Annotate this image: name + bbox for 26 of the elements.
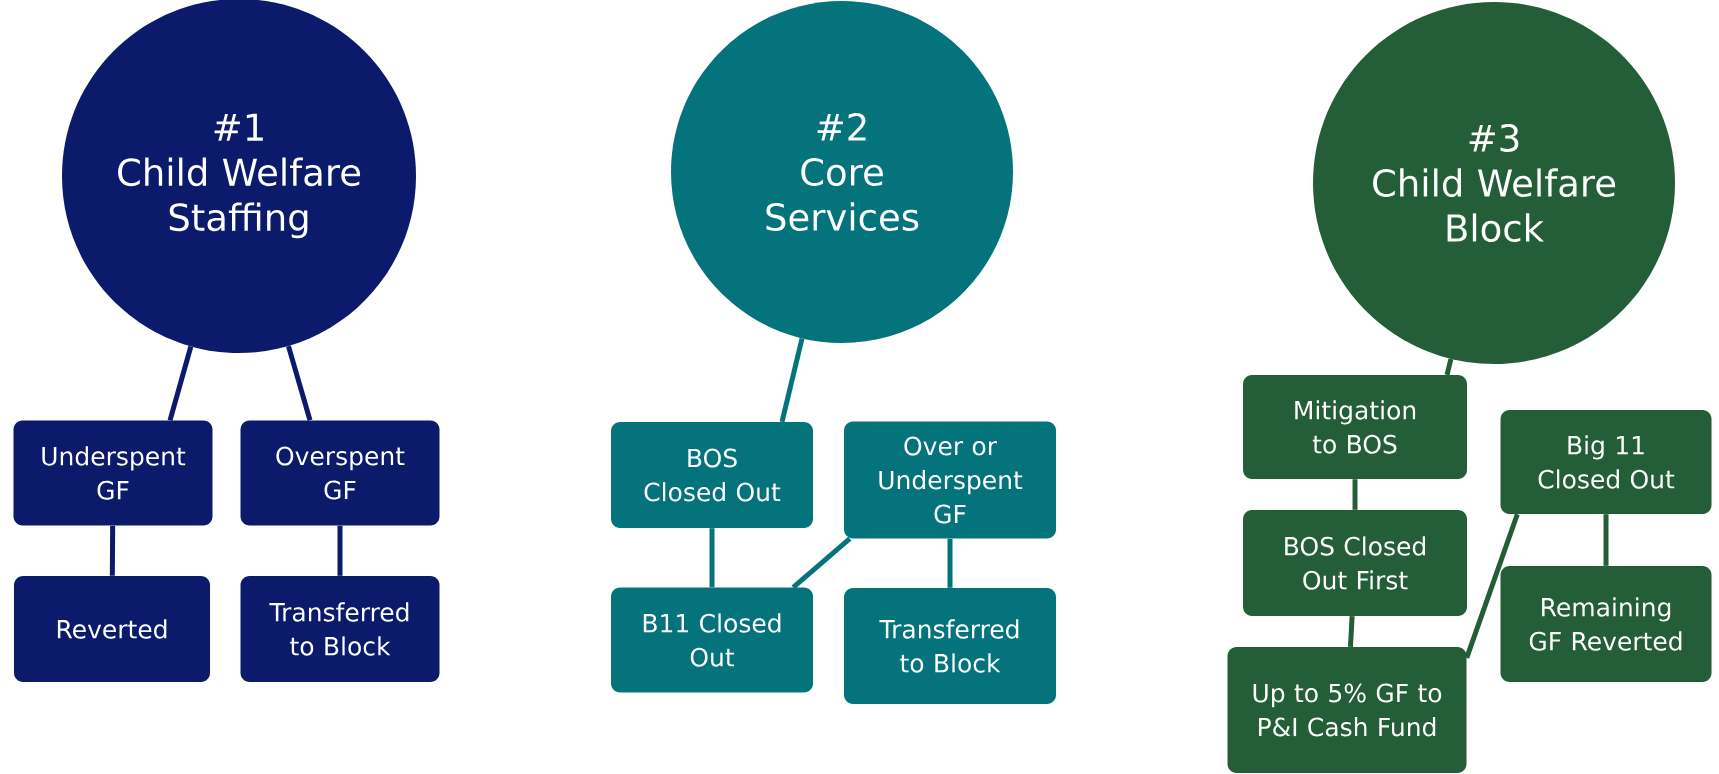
connector-line [791,536,852,590]
connector-line [167,345,194,421]
process-box: Up to 5% GF to P&I Cash Fund [1227,647,1467,773]
process-box: Remaining GF Reverted [1500,566,1712,682]
process-box: Transferred to Block [844,588,1056,704]
process-box: Mitigation to BOS [1243,375,1467,479]
connector-line [337,525,343,576]
connector-line [1352,479,1358,510]
connector-line [1603,514,1609,566]
connector-line [709,528,715,588]
connector-line [1444,358,1454,376]
connector-line [286,345,313,421]
connector-line [1464,513,1520,659]
process-box: BOS Closed Out [611,422,813,528]
connector-line [947,538,953,588]
process-box: Over or Underspent GF [844,421,1056,539]
process-box: Reverted [14,576,210,682]
process-box: BOS Closed Out First [1243,510,1467,616]
connector-line [109,525,116,576]
process-box: Overspent GF [240,420,440,526]
process-box: Big 11 Closed Out [1500,410,1712,514]
connector-line [1347,616,1355,647]
process-box: Transferred to Block [240,576,440,682]
process-box: B11 Closed Out [611,587,813,693]
connector-line [779,337,805,423]
process-box: Underspent GF [13,420,213,526]
